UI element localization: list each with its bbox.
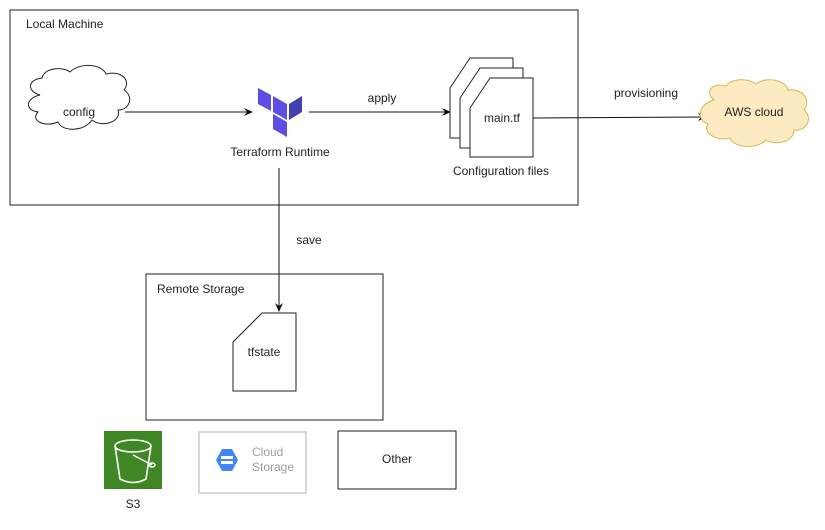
- save-edge-label: save: [296, 233, 322, 247]
- aws-cloud-label: AWS cloud: [724, 105, 784, 119]
- cloud-storage-label-line2: Storage: [252, 460, 295, 474]
- config-cloud-shape: [28, 65, 131, 130]
- aws-cloud-shape: [699, 79, 809, 147]
- terraform-logo-icon: [258, 88, 302, 137]
- remote-storage-label: Remote Storage: [157, 282, 245, 296]
- s3-label: S3: [125, 497, 141, 511]
- s3-bucket-icon: [104, 431, 162, 489]
- local-machine-label: Local Machine: [26, 17, 104, 31]
- cloud-storage-icon: [216, 449, 238, 471]
- configuration-files-stack: [449, 57, 534, 158]
- cloud-storage-label-line1: Cloud: [252, 445, 284, 459]
- other-storage-box: [337, 430, 457, 490]
- tfstate-file-shape: [232, 312, 297, 392]
- provisioning-edge-label: provisioning: [613, 86, 679, 100]
- terraform-runtime-label: Terraform Runtime: [230, 145, 330, 159]
- local-machine-container: [9, 9, 579, 206]
- config-label: config: [62, 105, 96, 119]
- configuration-files-label: Configuration files: [452, 164, 550, 178]
- apply-edge-label: apply: [367, 91, 397, 105]
- cloud-storage-card: [198, 431, 307, 494]
- other-label: Other: [381, 452, 413, 466]
- edge-provisioning: [532, 113, 707, 122]
- remote-storage-container: [145, 273, 384, 421]
- main-tf-label: main.tf: [483, 111, 521, 125]
- tfstate-label: tfstate: [247, 345, 281, 359]
